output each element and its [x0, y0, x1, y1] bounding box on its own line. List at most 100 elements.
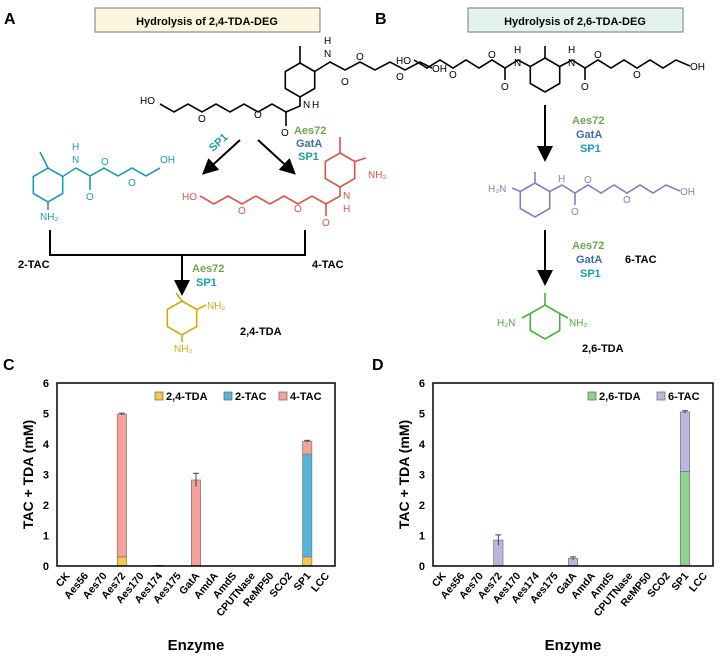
- atom-ho: HO: [182, 192, 197, 203]
- legend-swatch: [278, 391, 288, 401]
- atom-o: O: [101, 157, 109, 168]
- atom-h: H: [324, 36, 331, 47]
- atom-o: O: [341, 77, 349, 88]
- y-tick-label: 5: [43, 409, 49, 421]
- atom-o: O: [501, 82, 509, 93]
- panel-a: A Hydrolysis of 2,4-TDA-DEG N H O O O OH…: [4, 7, 447, 355]
- atom-n: N: [343, 191, 350, 202]
- atom-nh2: NH₂: [207, 301, 225, 312]
- atom-n: N: [568, 58, 575, 69]
- x-tick-label: LCC: [687, 570, 710, 595]
- atom-ho: HO: [140, 96, 155, 107]
- atom-o: O: [294, 204, 302, 215]
- arrow-to-4-tac: [257, 139, 296, 175]
- panel-a-title: Hydrolysis of 2,4-TDA-DEG: [136, 16, 278, 28]
- bar-segment-2-4-tda: [302, 556, 313, 567]
- y-tick-label: 5: [419, 409, 425, 421]
- y-axis-label: TAC + TDA (mM): [20, 420, 36, 529]
- label-4-tac: 4-TAC: [312, 259, 344, 271]
- legend-label: 2,4-TDA: [166, 391, 208, 403]
- atom-h: H: [72, 142, 79, 153]
- y-tick-label: 4: [419, 439, 426, 451]
- y-tick-label: 2: [43, 500, 49, 512]
- atom-h: H: [343, 204, 350, 215]
- panel-b: B Hydrolysis of 2,6-TDA-DEG H N H N O O …: [375, 7, 705, 355]
- atom-nh2: NH₂: [40, 212, 58, 223]
- y-tick-label: 3: [43, 470, 49, 482]
- arrow-to-2-tac: [202, 139, 241, 175]
- atom-o: O: [198, 114, 206, 125]
- structure-2-tac: N H O O O OH NH₂: [32, 142, 175, 223]
- atom-h2n: H₂N: [497, 318, 515, 329]
- enzyme-label-aes72: Aes72: [572, 115, 604, 127]
- x-axis-label: Enzyme: [168, 637, 225, 654]
- enzyme-label-sp1: SP1: [580, 143, 601, 155]
- atom-h: H: [514, 45, 521, 56]
- merge-bracket: [49, 230, 306, 256]
- enzyme-label-gata: GatA: [296, 138, 322, 150]
- legend-label: 4-TAC: [290, 391, 322, 403]
- panel-letter-a: A: [4, 11, 16, 28]
- label-2-6-tda: 2,6-TDA: [582, 343, 624, 355]
- atom-o: O: [396, 72, 404, 83]
- legend-label: 2-TAC: [235, 391, 267, 403]
- structure-2-6-tda-deg: H N H N O O O O O O HO OH: [396, 45, 705, 93]
- atom-o: O: [623, 195, 631, 206]
- atom-h2n: H₂N: [488, 184, 506, 195]
- y-tick-label: 6: [419, 378, 425, 390]
- legend-swatch: [223, 391, 233, 401]
- atom-o: O: [571, 207, 579, 218]
- atom-oh: OH: [160, 155, 175, 166]
- atom-o: O: [449, 70, 457, 81]
- bar-segment-2-6-tda: [679, 471, 691, 567]
- enzyme-label-sp1: SP1: [298, 151, 319, 163]
- enzyme-label-gata: GatA: [576, 129, 602, 141]
- y-tick-label: 4: [43, 439, 50, 451]
- atom-o: O: [584, 175, 592, 186]
- atom-n: N: [324, 49, 331, 60]
- panel-letter-d: D: [372, 357, 384, 374]
- atom-o: O: [128, 178, 136, 189]
- atom-o: O: [356, 52, 364, 63]
- enzyme-label-aes72: Aes72: [294, 125, 326, 137]
- enzyme-label-sp1: SP1: [196, 277, 217, 289]
- atom-o: O: [238, 206, 246, 217]
- bar-segment-6-tac: [679, 411, 691, 472]
- atom-n: N: [303, 100, 310, 111]
- atom-oh: OH: [690, 62, 705, 73]
- atom-o: O: [594, 50, 602, 61]
- legend-label: 6-TAC: [668, 391, 700, 403]
- x-tick-label: LCC: [309, 570, 332, 595]
- atom-o: O: [281, 128, 289, 139]
- x-tick-label: SP1: [292, 570, 314, 593]
- panel-b-title: Hydrolysis of 2,6-TDA-DEG: [504, 16, 646, 28]
- x-axis-label: Enzyme: [545, 637, 602, 654]
- legend-label: 2,6-TDA: [599, 391, 641, 403]
- plot-frame: [432, 382, 714, 567]
- label-2-4-tda: 2,4-TDA: [240, 326, 282, 338]
- panel-letter-c: C: [3, 357, 15, 374]
- bar-segment-2-tac: [302, 453, 313, 558]
- label-6-tac: 6-TAC: [625, 254, 657, 266]
- legend-swatch: [656, 391, 666, 401]
- structure-2-4-tda: NH₂ NH₂: [166, 292, 225, 355]
- structure-2-4-tda-deg: N H O O O OH N H O O O HO: [140, 36, 447, 139]
- atom-h: H: [312, 100, 319, 111]
- panel-b-title-box: [467, 7, 684, 33]
- atom-nh2: NH₂: [368, 170, 386, 181]
- bar-segment-4-tac: [191, 479, 201, 567]
- legend-swatch: [154, 391, 164, 401]
- atom-nh2: NH₂: [569, 318, 587, 329]
- legend-swatch: [587, 391, 597, 401]
- y-tick-label: 0: [419, 561, 425, 573]
- y-axis-label: TAC + TDA (mM): [396, 420, 412, 529]
- y-tick-label: 3: [419, 470, 425, 482]
- atom-n: N: [514, 58, 521, 69]
- x-tick-label: SP1: [669, 570, 691, 593]
- panel-a-title-box: [94, 7, 321, 33]
- enzyme-label-sp1: SP1: [580, 268, 601, 280]
